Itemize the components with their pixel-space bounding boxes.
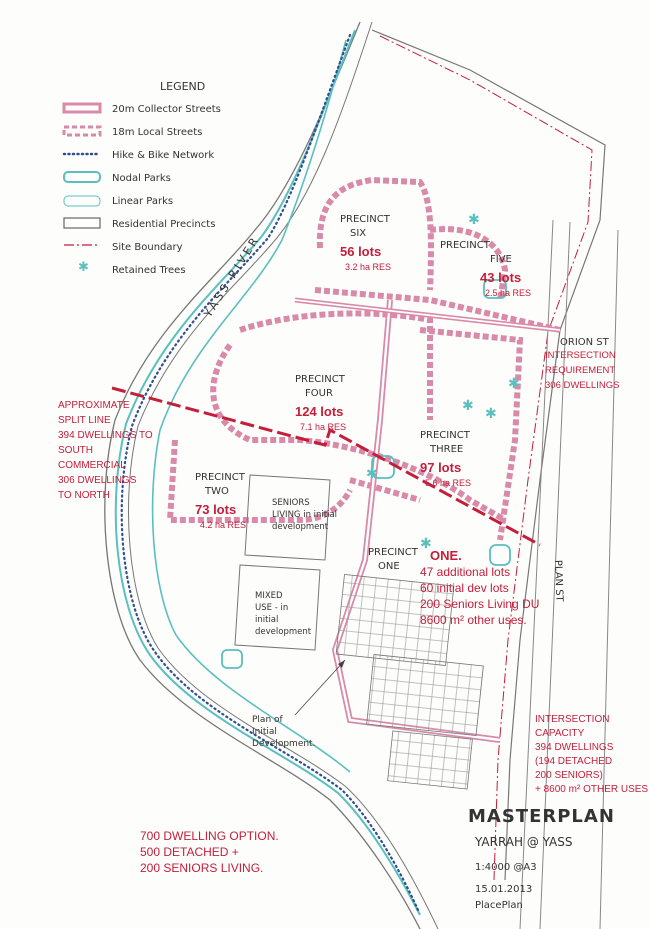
legend-item-label: 18m Local Streets xyxy=(112,127,202,138)
split-line-note: SOUTH xyxy=(58,445,93,456)
precinct-one-note: 60 initial dev lots xyxy=(420,581,509,595)
split-line-note: 306 DWELLINGS xyxy=(58,475,137,486)
mixed-use-note-line: MIXED xyxy=(255,591,283,601)
svg-text:✱: ✱ xyxy=(366,466,378,482)
legend-item-label: Site Boundary xyxy=(112,242,183,253)
river xyxy=(104,21,439,929)
precinct-lots: 73 lots xyxy=(195,502,236,517)
linear-parks xyxy=(114,29,421,916)
intersection-requirement-note: 306 DWELLINGS xyxy=(545,380,619,391)
nodal-parks xyxy=(221,279,511,669)
svg-text:✱: ✱ xyxy=(508,376,520,392)
precinct-number: SIX xyxy=(350,228,366,239)
precinct-lots: 97 lots xyxy=(420,460,461,475)
dwelling-option-note: 700 DWELLING OPTION. xyxy=(140,829,279,843)
intersection-requirement-note: INTERSECTION xyxy=(545,350,616,361)
seniors-note-line: development xyxy=(272,522,329,532)
dwelling-option-note: 500 DETACHED + xyxy=(140,845,239,859)
plan-date: 15.01.2013 xyxy=(475,884,532,895)
intersection-capacity-note: + 8600 m² OTHER USES xyxy=(535,784,648,795)
precinct-number: ONE xyxy=(378,561,400,572)
split-line-note: COMMERCIAL xyxy=(58,460,126,471)
split-line xyxy=(111,386,541,547)
mixed-use-note-line: initial xyxy=(255,615,278,625)
precinct-name: PRECINCT xyxy=(295,374,346,385)
mixed-use-note-line: development xyxy=(255,627,312,637)
plan-street-label: PLAN ST xyxy=(552,560,564,603)
hike-bike-route xyxy=(120,33,420,912)
local-streets xyxy=(166,176,561,541)
precinct-density: 7.1 ha RES xyxy=(300,422,346,432)
seniors-note-line: LIVING in initial xyxy=(272,510,337,520)
precinct-name: PRECINCT xyxy=(195,472,246,483)
precinct-name: PRECINCT xyxy=(420,430,471,441)
legend-item-label: Hike & Bike Network xyxy=(112,150,214,161)
precinct-name: PRECINCT xyxy=(340,214,391,225)
orion-street-label: ORION ST xyxy=(560,337,610,348)
precinct-name: PRECINCT xyxy=(368,547,419,558)
precinct-number: THREE xyxy=(429,444,463,455)
initial-plan-note-line: Initial xyxy=(252,727,277,737)
mixed-use-note-line: USE - in xyxy=(255,603,288,613)
legend-item-label: 20m Collector Streets xyxy=(112,104,221,115)
title-block: MASTERPLAN YARRAH @ YASS 1:4000 @A3 15.0… xyxy=(468,806,615,911)
precinct-lots: 43 lots xyxy=(480,270,521,285)
precinct-one-note: 8600 m² other uses. xyxy=(420,613,527,627)
legend-title: LEGEND xyxy=(160,80,205,93)
precinct-one-note: 47 additional lots xyxy=(420,565,510,579)
precinct-lots: 124 lots xyxy=(295,404,343,419)
initial-plan-note-line: Development. xyxy=(252,739,315,749)
legend: LEGEND ✱ 20m Collector Streets 18m Local … xyxy=(62,80,221,276)
intersection-capacity-note: INTERSECTION xyxy=(535,714,609,725)
dwelling-option-note: 200 SENIORS LIVING. xyxy=(140,861,263,875)
legend-item-label: Nodal Parks xyxy=(112,173,171,184)
precinct-density: 5.6 ha RES xyxy=(425,478,471,488)
precinct-name: PRECINCT xyxy=(440,240,491,251)
legend-item-label: Linear Parks xyxy=(112,196,173,207)
precinct-number: FIVE xyxy=(490,254,512,265)
plan-title: MASTERPLAN xyxy=(468,806,615,827)
intersection-capacity-note: 200 SENIORS) xyxy=(535,770,603,781)
initial-plan-note-line: Plan of xyxy=(252,715,284,725)
intersection-capacity-note: 394 DWELLINGS xyxy=(535,742,614,753)
split-line-note: 394 DWELLINGS TO xyxy=(58,430,153,441)
legend-item-label: Retained Trees xyxy=(112,265,186,276)
river-label: YASS RIVER xyxy=(201,233,262,320)
annotations: APPROXIMATE SPLIT LINE 394 DWELLINGS TO SOU… xyxy=(58,350,648,875)
split-line-note: TO NORTH xyxy=(58,490,110,501)
precinct-lots: 56 lots xyxy=(340,244,381,259)
retained-trees: ✱ ✱ ✱ ✱ ✱ ✱ xyxy=(366,212,520,552)
precinct-density: 3.2 ha RES xyxy=(345,262,391,272)
intersection-requirement-note: REQUIREMENT xyxy=(545,365,615,376)
plan-author: PlacePlan xyxy=(475,900,523,911)
precinct-one-note: 200 Seniors Living DU xyxy=(420,597,539,611)
precinct-one-note: ONE. xyxy=(430,548,462,563)
svg-text:✱: ✱ xyxy=(420,536,432,552)
precinct-density: 2.5 ha RES xyxy=(485,288,531,298)
plan-subtitle: YARRAH @ YASS xyxy=(474,835,573,849)
legend-swatches: ✱ xyxy=(62,102,102,275)
split-line-note: APPROXIMATE xyxy=(58,400,130,411)
split-line-note: SPLIT LINE xyxy=(58,415,111,426)
plan-scale: 1:4000 @A3 xyxy=(475,862,537,873)
precinct-number: FOUR xyxy=(305,388,333,399)
intersection-capacity-note: (194 DETACHED xyxy=(535,756,612,767)
svg-text:✱: ✱ xyxy=(485,406,497,422)
legend-item-label: Residential Precincts xyxy=(112,219,215,230)
initial-development-lots xyxy=(234,474,484,790)
intersection-capacity-note: CAPACITY xyxy=(535,728,585,739)
svg-text:✱: ✱ xyxy=(462,398,474,414)
precinct-number: TWO xyxy=(204,486,229,497)
precinct-density: 4.2 ha RES xyxy=(200,520,246,530)
precinct-labels: PRECINCT SIX 56 lots 3.2 ha RES PRECINCT FIVE… xyxy=(195,214,531,572)
svg-text:✱: ✱ xyxy=(468,212,480,228)
seniors-note-line: SENIORS xyxy=(272,498,310,508)
tree-icon: ✱ xyxy=(78,260,89,275)
